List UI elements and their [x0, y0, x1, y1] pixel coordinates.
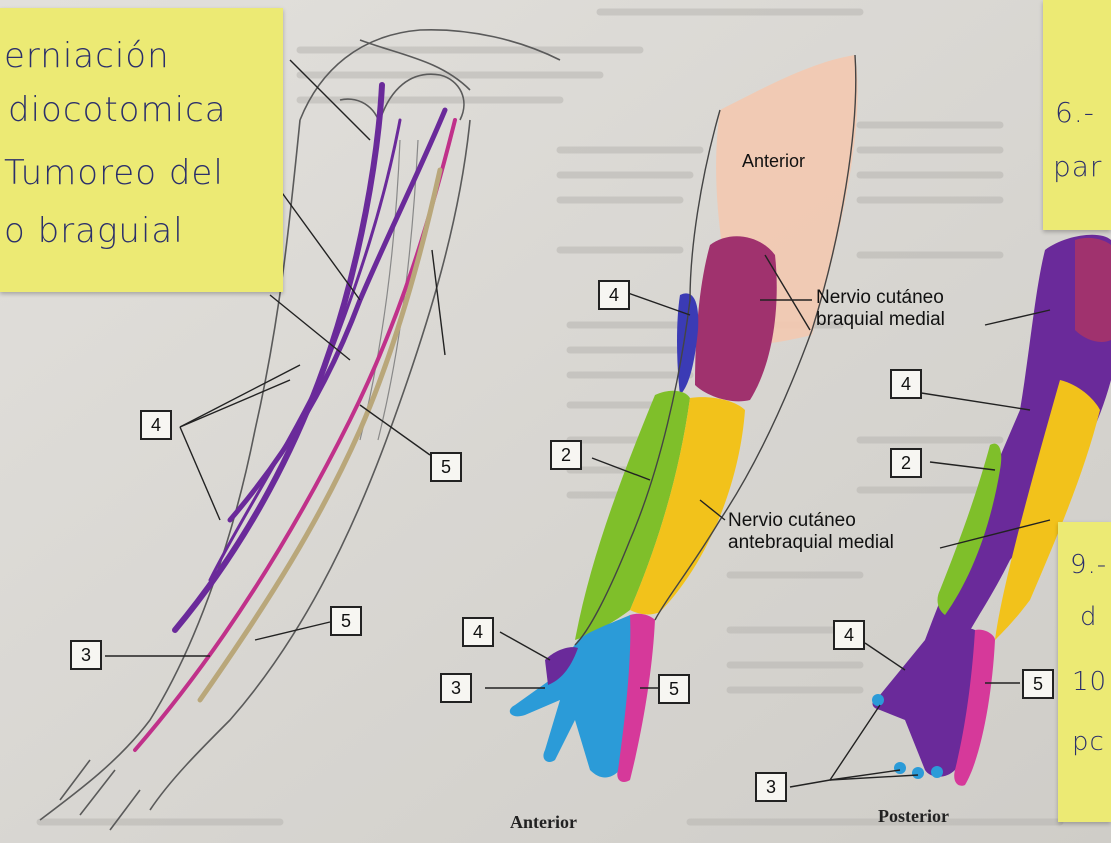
label-nervio-braquial-line-1: Nervio cutáneo: [816, 287, 945, 309]
sticky-bottom-right-line-2: d: [1080, 602, 1098, 632]
label-nervio-braquial-line-2: braquial medial: [816, 309, 945, 331]
sticky-left-line-4: o braguial: [4, 211, 184, 251]
right-fingertip-blue-1: [872, 694, 884, 706]
box-right-4-hand: 4: [833, 620, 865, 650]
box-right-5-hand: 5: [1022, 669, 1054, 699]
box-mid-3-hand: 3: [440, 673, 472, 703]
right-magenta-top: [1075, 238, 1111, 342]
sticky-bottom-right-line-1: 9.-: [1070, 550, 1107, 580]
box-left-3: 3: [70, 640, 102, 670]
box-left-5b: 5: [330, 606, 362, 636]
box-mid-2: 2: [550, 440, 582, 470]
right-fingertip-blue-2: [894, 762, 906, 774]
label-nervio-antebraquial-line-1: Nervio cutáneo: [728, 510, 894, 532]
sticky-bottom-right-line-3: 10: [1072, 667, 1107, 697]
box-left-5a: 5: [430, 452, 462, 482]
box-mid-4-upper: 4: [598, 280, 630, 310]
box-right-2: 2: [890, 448, 922, 478]
caption-posterior: Posterior: [878, 806, 949, 827]
label-nervio-antebraquial: Nervio cutáneo antebraquial medial: [728, 510, 894, 554]
box-right-3-hand: 3: [755, 772, 787, 802]
sticky-left-line-1: erniación: [4, 36, 170, 76]
sticky-bottom-right-line-4: pc: [1072, 727, 1105, 757]
sticky-top-right-line-2: par: [1053, 150, 1102, 183]
sticky-left-line-2: diocotomica: [8, 90, 227, 130]
label-anterior-upper: Anterior: [742, 150, 805, 172]
sticky-note-left: erniación diocotomica Tumoreo del o brag…: [0, 8, 283, 292]
caption-anterior: Anterior: [510, 812, 577, 833]
right-fingertip-blue-4: [931, 766, 943, 778]
sticky-note-top-right: 6.- par: [1043, 0, 1111, 230]
sticky-top-right-line-1: 6.-: [1055, 96, 1095, 129]
box-right-4-upper: 4: [890, 369, 922, 399]
right-fingertip-blue-3: [912, 767, 924, 779]
label-nervio-braquial: Nervio cutáneo braquial medial: [816, 287, 945, 331]
sticky-note-bottom-right: 9.- d 10 pc: [1058, 522, 1111, 822]
box-mid-4-hand: 4: [462, 617, 494, 647]
sticky-left-line-3: Tumoreo del: [4, 153, 224, 193]
box-mid-5-hand: 5: [658, 674, 690, 704]
label-nervio-antebraquial-line-2: antebraquial medial: [728, 532, 894, 554]
box-left-4: 4: [140, 410, 172, 440]
